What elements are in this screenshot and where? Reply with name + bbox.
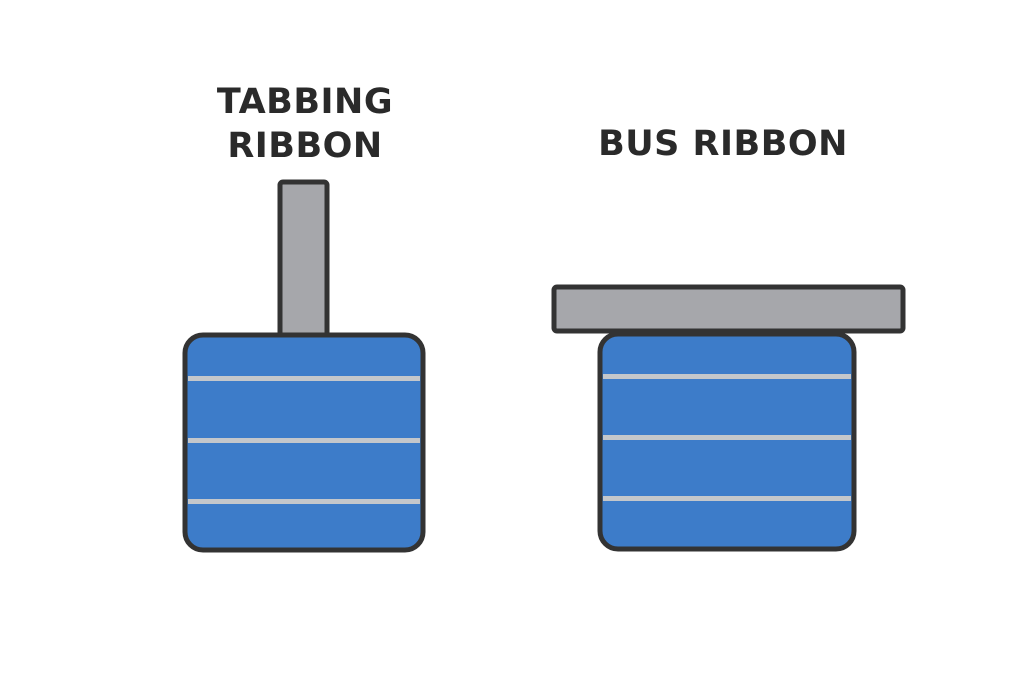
tabbing-ribbon: [277, 179, 330, 341]
busbar-line: [188, 438, 420, 443]
busbar-line: [603, 374, 851, 379]
bus-ribbon: [551, 284, 906, 334]
busbar-line: [188, 499, 420, 504]
tabbing-label-line2: RIBBON: [227, 126, 383, 166]
tabbing-label-line1: TABBING: [216, 82, 394, 122]
tabbing-ribbon-label: TABBING RIBBON: [185, 80, 425, 168]
busbar-line: [603, 435, 851, 440]
busbar-line: [603, 496, 851, 501]
tabbing-ribbon-cell: [182, 179, 426, 553]
bus-ribbon-cell: [551, 284, 906, 552]
busbar-line: [188, 376, 420, 381]
bus-ribbon-label: BUS RIBBON: [598, 124, 848, 164]
solar-cell-right: [597, 331, 857, 552]
